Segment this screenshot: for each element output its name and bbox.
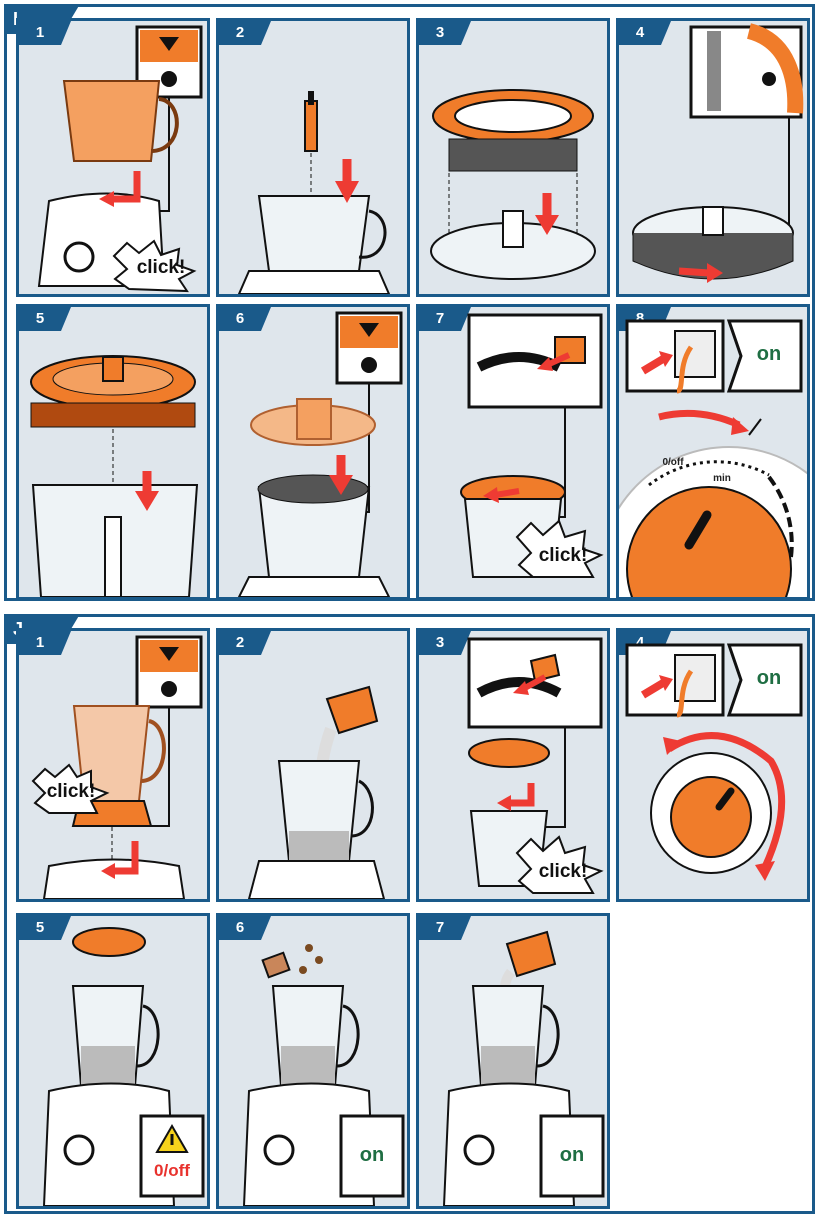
on-label: on bbox=[756, 667, 782, 689]
switch-on-illustration bbox=[619, 319, 807, 597]
pour-while-running-illustration bbox=[442, 930, 605, 1206]
lid-lock-illustration bbox=[460, 313, 604, 578]
dial-min-label: min bbox=[713, 473, 731, 484]
panel-i-8: 8 on 0/off min bbox=[616, 304, 810, 600]
pour-liquid-illustration bbox=[247, 685, 386, 899]
step-number: 1 bbox=[19, 21, 71, 45]
lock-icon bbox=[159, 647, 179, 661]
filter-insert-illustration bbox=[430, 89, 596, 280]
on-label: on bbox=[359, 1144, 385, 1166]
click-label: click! bbox=[538, 545, 588, 566]
step-number: 5 bbox=[19, 916, 71, 940]
off-label: 0/off bbox=[154, 1161, 190, 1180]
panel-i-6: 6 bbox=[216, 304, 410, 600]
blender-lid-lock-illustration bbox=[467, 637, 604, 894]
lock-icon bbox=[359, 323, 379, 337]
panel-j-3: 3 click! bbox=[416, 628, 610, 902]
bowl-attach-illustration bbox=[37, 25, 203, 293]
click-label: click! bbox=[136, 257, 186, 278]
step-number: 7 bbox=[419, 916, 471, 940]
dial-off-label: 0/off bbox=[662, 457, 684, 468]
lid-attach-illustration bbox=[237, 311, 403, 597]
shaft-insert-illustration bbox=[237, 91, 391, 294]
step-number: 6 bbox=[219, 307, 271, 331]
on-label: on bbox=[756, 343, 782, 365]
panel-j-4: 4 on bbox=[616, 628, 810, 902]
add-ingredients-illustration bbox=[242, 944, 405, 1206]
panel-j-6: 6 on bbox=[216, 913, 410, 1209]
panel-i-3: 3 bbox=[416, 18, 610, 297]
step-number: 6 bbox=[219, 916, 271, 940]
switch-off-illustration bbox=[42, 927, 205, 1206]
filter-onto-bowl-illustration bbox=[30, 355, 199, 597]
step-number: 2 bbox=[219, 631, 271, 655]
panel-i-7: 7 click! bbox=[416, 304, 610, 600]
panel-i-1: 1 click! bbox=[16, 18, 210, 297]
panel-i-4: 4 bbox=[616, 18, 810, 297]
step-number: 3 bbox=[419, 631, 471, 655]
arrow-icon bbox=[111, 171, 141, 203]
lock-icon bbox=[159, 37, 179, 51]
step-number: 5 bbox=[19, 307, 71, 331]
on-label: on bbox=[559, 1144, 585, 1166]
panel-i-5: 5 bbox=[16, 304, 210, 600]
blender-switch-on-illustration bbox=[625, 643, 803, 881]
blender-jug-attach-illustration bbox=[31, 635, 203, 899]
click-label: click! bbox=[46, 781, 96, 802]
step-number: 2 bbox=[219, 21, 271, 45]
panel-j-2: 2 bbox=[216, 628, 410, 902]
step-number: 4 bbox=[619, 21, 671, 45]
section-j: J 1 click! 2 bbox=[4, 614, 815, 1214]
step-number: 1 bbox=[19, 631, 71, 655]
section-i: I 1 click! 2 bbox=[4, 4, 815, 601]
panel-j-1: 1 click! bbox=[16, 628, 210, 902]
click-label: click! bbox=[538, 861, 588, 882]
step-number: 7 bbox=[419, 307, 471, 331]
filter-turn-illustration bbox=[632, 23, 804, 283]
panel-j-7: 7 on bbox=[416, 913, 610, 1209]
step-number: 3 bbox=[419, 21, 471, 45]
panel-i-2: 2 bbox=[216, 18, 410, 297]
panel-j-5: 5 0/off bbox=[16, 913, 210, 1209]
